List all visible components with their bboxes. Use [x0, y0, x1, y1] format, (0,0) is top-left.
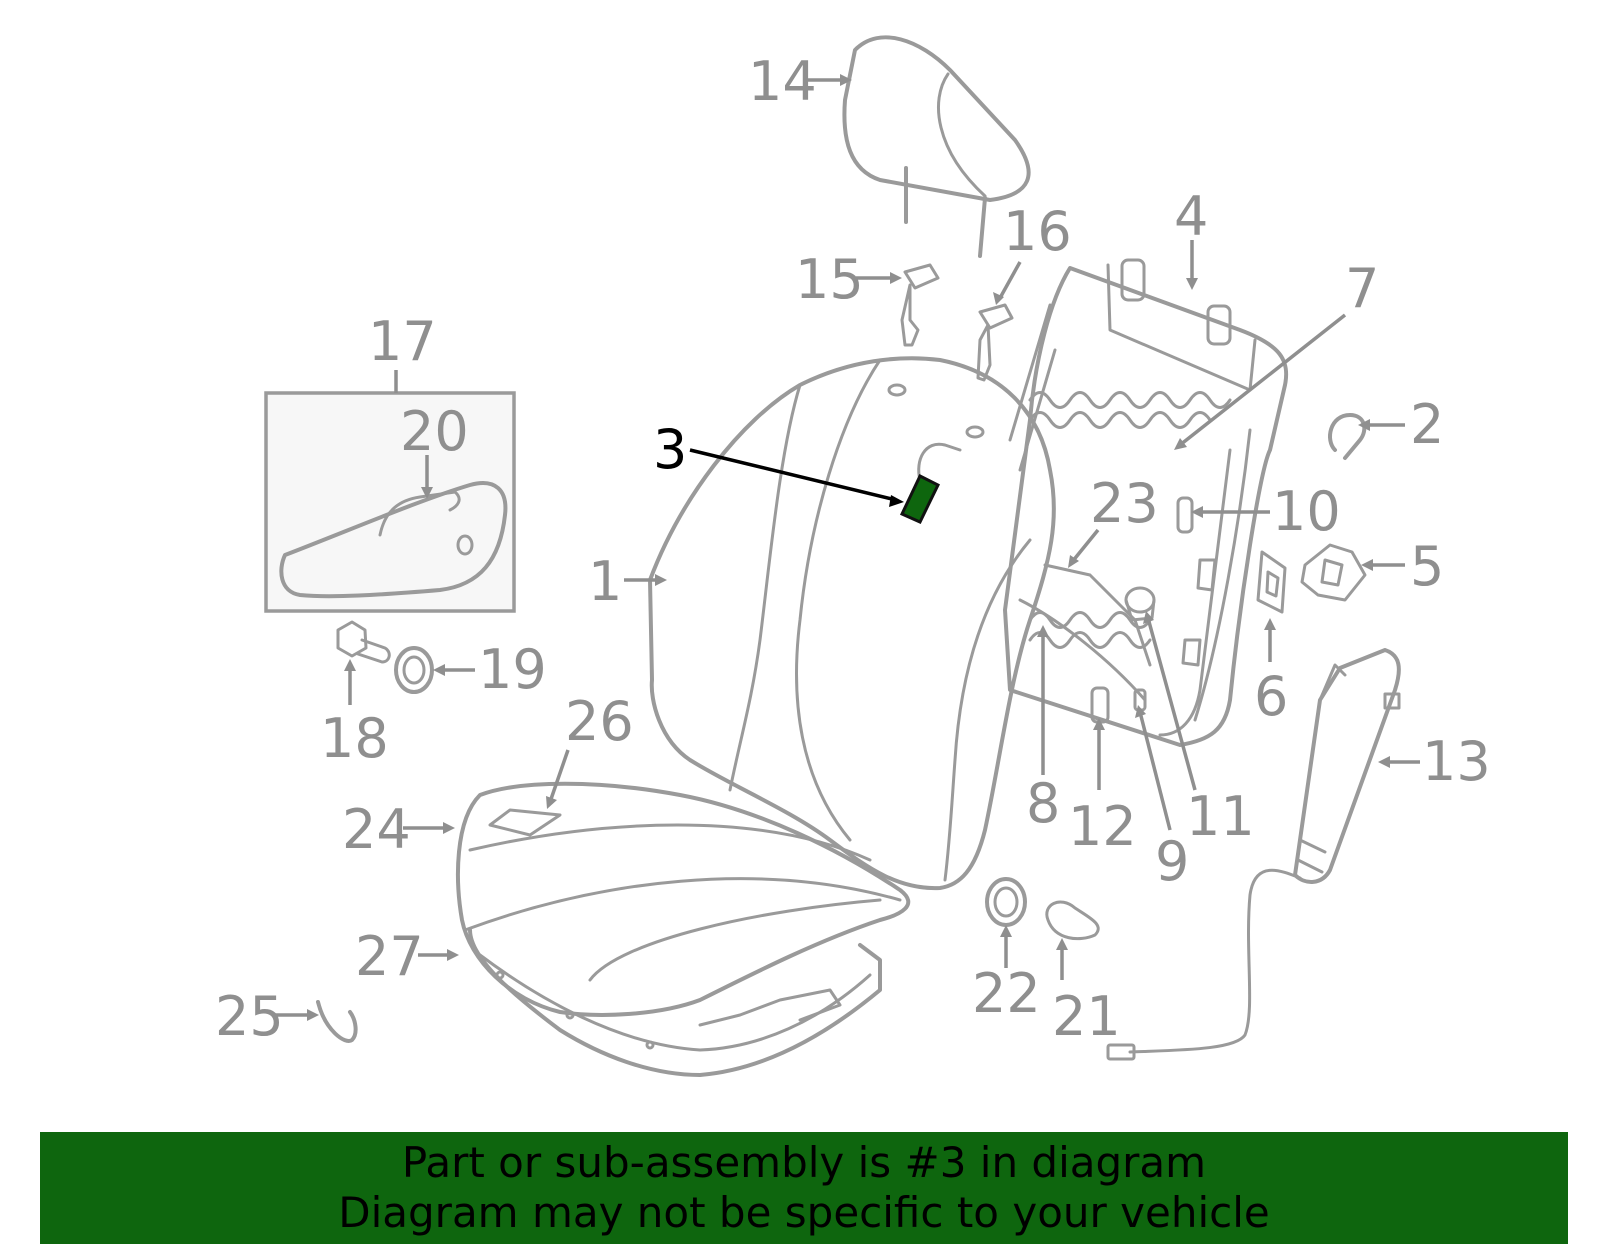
- seat-cushion: [456, 781, 911, 1017]
- hook-25: [316, 1000, 358, 1043]
- callout-24: 24: [342, 798, 411, 861]
- bolt-18: [336, 620, 391, 664]
- callout-10: 10: [1272, 480, 1341, 543]
- callout-14: 14: [748, 50, 817, 113]
- callout-17: 17: [368, 310, 437, 373]
- part-info-banner: Part or sub-assembly is #3 in diagram Di…: [40, 1132, 1568, 1244]
- callout-13: 13: [1422, 730, 1491, 793]
- callout-21: 21: [1052, 985, 1121, 1048]
- callout-7: 7: [1345, 257, 1379, 320]
- headrest: [842, 35, 1031, 258]
- callout-8: 8: [1026, 772, 1060, 835]
- small-parts: [1090, 496, 1194, 724]
- seat-back-cushion: [648, 356, 1056, 891]
- armrest-box: [264, 391, 516, 613]
- callout-4: 4: [1174, 185, 1208, 248]
- callout-6: 6: [1254, 665, 1288, 728]
- side-airbag-module: [1106, 648, 1401, 1061]
- banner-line-part: Part or sub-assembly is #3 in diagram: [401, 1138, 1207, 1187]
- callout-15: 15: [795, 248, 864, 311]
- callout-9: 9: [1155, 830, 1189, 893]
- callout-25: 25: [215, 985, 284, 1048]
- callout-26: 26: [565, 690, 634, 753]
- callout-23: 23: [1090, 472, 1159, 535]
- callout-11: 11: [1186, 785, 1255, 848]
- part-5-clip: [1300, 543, 1367, 602]
- part-6-plate: [1256, 550, 1287, 614]
- callout-18: 18: [320, 707, 389, 770]
- callout-20: 20: [400, 400, 469, 463]
- seat-back-springs: [1028, 391, 1232, 667]
- banner-line-disclaimer: Diagram may not be specific to your vehi…: [338, 1188, 1270, 1237]
- headrest-guide-16: [976, 303, 1014, 382]
- callout-1: 1: [588, 550, 622, 613]
- part-2-hook: [1328, 413, 1367, 460]
- callout-2: 2: [1410, 393, 1444, 456]
- cap-21: [1045, 900, 1100, 941]
- callout-16: 16: [1003, 200, 1072, 263]
- callout-19: 19: [478, 638, 547, 701]
- callout-labels: 14 15 16 4 7 2 23 10 5 6 13 8 12 11 9 1 …: [215, 50, 1491, 1048]
- callout-12: 12: [1068, 795, 1137, 858]
- highlighted-part-3: [899, 473, 940, 524]
- seat-back-frame: [1003, 258, 1289, 747]
- headrest-guide-15: [900, 263, 940, 347]
- callout-27: 27: [355, 925, 424, 988]
- callout-22: 22: [972, 962, 1041, 1025]
- callout-3: 3: [653, 418, 687, 481]
- callout-5: 5: [1410, 535, 1444, 598]
- washer-22: [985, 877, 1027, 927]
- seat-cushion-frame: [468, 928, 882, 1077]
- washer-19: [394, 646, 434, 694]
- leader-lines: [274, 74, 1420, 1021]
